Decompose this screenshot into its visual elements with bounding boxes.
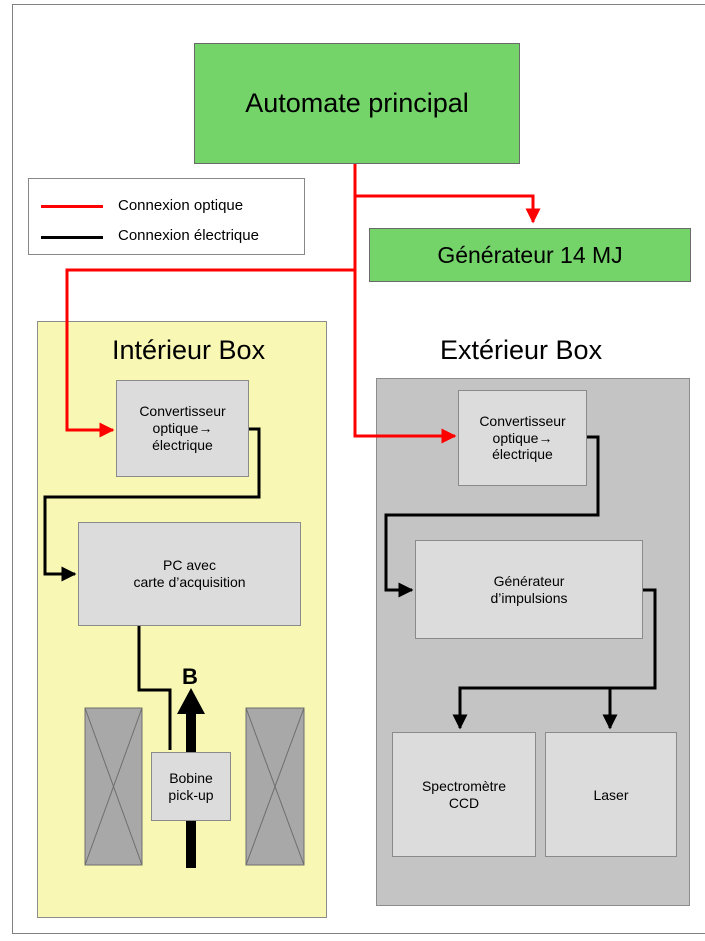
pickup-coil-box: Bobine pick-up — [151, 752, 231, 821]
converter-outside-box: Convertisseur optique→ électrique — [458, 390, 587, 486]
main-controller-box: Automate principal — [194, 43, 520, 164]
generator-14mj-box: Générateur 14 MJ — [369, 228, 691, 282]
inside-box-title: Intérieur Box — [112, 335, 266, 365]
spectrometer-label: Spectromètre CCD — [421, 777, 507, 811]
generator-14mj-label: Générateur 14 MJ — [437, 241, 623, 268]
optical-link-main-to-generator — [353, 164, 541, 224]
coil-block-right — [245, 707, 305, 866]
pulse-generator-label: Générateur d’impulsions — [490, 572, 568, 606]
electrical-link-converter-to-pulse-gen — [384, 435, 600, 598]
diagram-frame — [12, 4, 705, 934]
legend-electrical-label: Connexion électrique — [118, 227, 259, 244]
converter-outside-label: Convertisseur optique→ électrique — [479, 412, 566, 463]
pulse-generator-box: Générateur d’impulsions — [415, 540, 643, 639]
legend: Connexion optique Connexion électrique — [28, 178, 305, 255]
magnetic-field-arrow — [177, 688, 205, 868]
optical-link-main-to-outside-converter — [353, 270, 457, 444]
converter-inside-label: Convertisseur optique→ électrique — [139, 403, 226, 453]
optical-link-main-to-inside-converter — [65, 196, 357, 438]
legend-optical-swatch — [41, 205, 103, 208]
magnetic-field-label: B — [182, 664, 198, 689]
legend-optical-label: Connexion optique — [118, 197, 244, 214]
spectrometer-box: Spectromètre CCD — [392, 732, 536, 857]
optical-connections — [65, 164, 541, 444]
legend-electrical-swatch — [41, 236, 103, 239]
electrical-connections — [43, 427, 657, 750]
electrical-link-converter-to-pc — [43, 427, 261, 582]
electrical-link-pc-to-coil — [137, 626, 172, 750]
pc-acquisition-label: PC avec carte d’acquisition — [133, 557, 246, 590]
electrical-link-pulse-gen-to-spectrometer — [452, 686, 610, 730]
pickup-coil-label: Bobine pick-up — [168, 769, 214, 803]
main-controller-label: Automate principal — [245, 88, 469, 118]
pc-acquisition-box: PC avec carte d’acquisition — [78, 522, 301, 626]
coil-block-left — [84, 707, 143, 866]
laser-label: Laser — [593, 786, 629, 803]
outside-box-title: Extérieur Box — [440, 335, 603, 365]
laser-box: Laser — [545, 732, 677, 857]
converter-inside-box: Convertisseur optique→ électrique — [116, 380, 249, 477]
electrical-link-pulse-gen-to-devices — [602, 588, 657, 730]
